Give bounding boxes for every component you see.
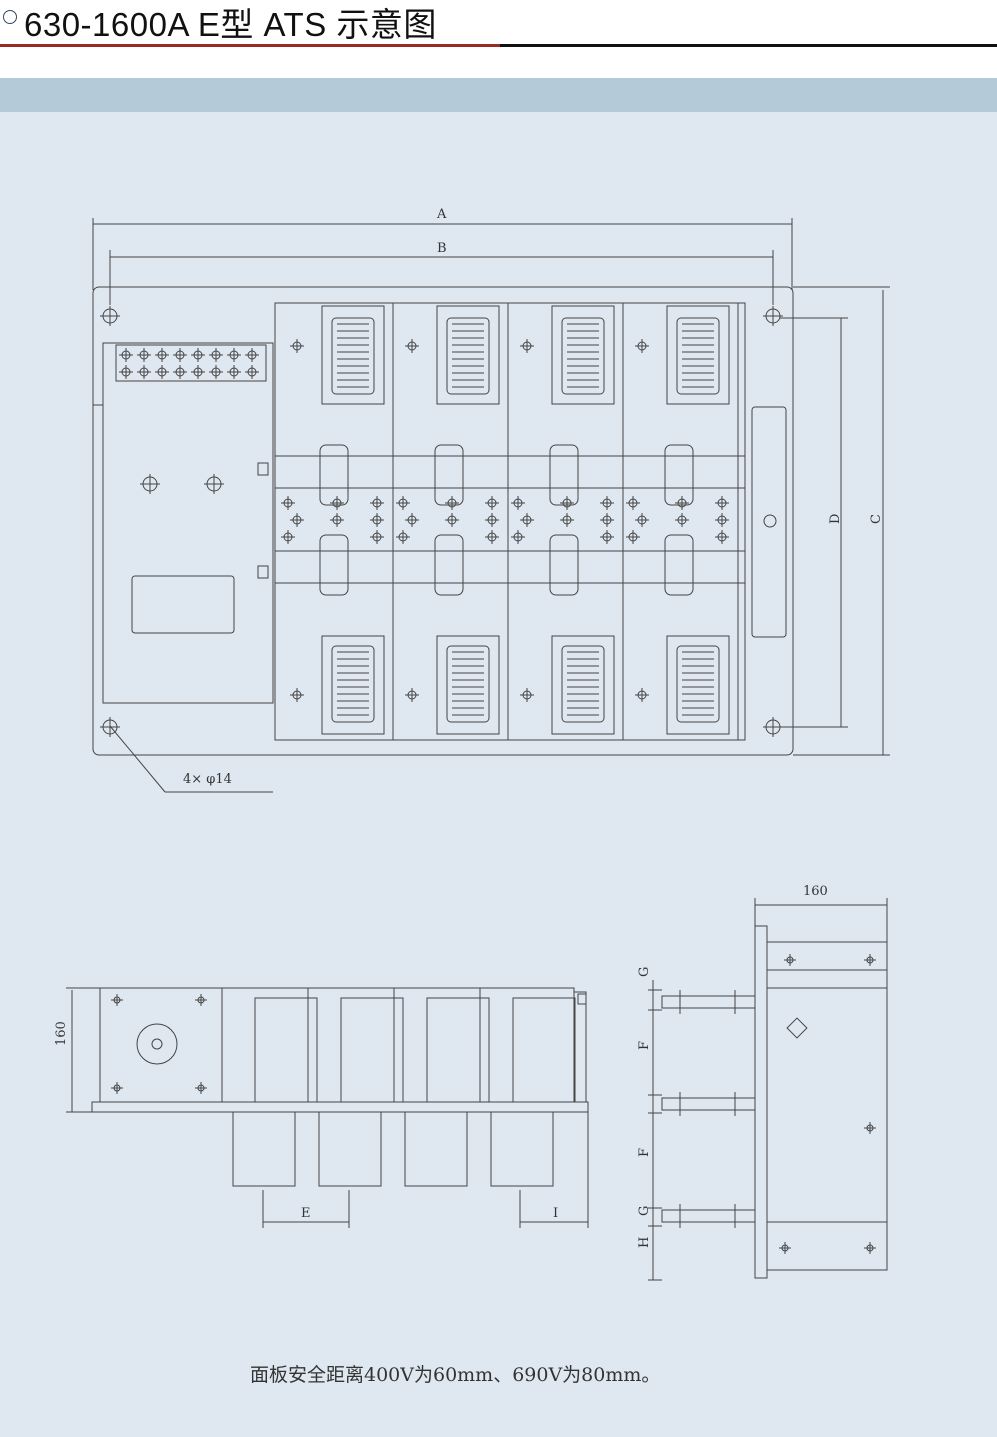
terminal-side xyxy=(490,1111,554,1187)
end-view: 160 G F F G H xyxy=(637,884,888,1281)
dim-f2-label: F xyxy=(637,1148,652,1157)
side-view: 160 E I xyxy=(54,987,589,1228)
base-plate xyxy=(92,286,794,756)
header-accent-line xyxy=(0,44,500,47)
coil xyxy=(666,635,730,735)
dim-g2-label: G xyxy=(637,1206,652,1216)
side-height-label: 160 xyxy=(54,1021,69,1046)
header-divider xyxy=(500,44,997,47)
busbar xyxy=(661,1209,756,1223)
diagram-panel xyxy=(0,78,997,1437)
dim-a-label: A xyxy=(436,207,447,222)
pole-side xyxy=(512,997,576,1103)
dim-i-label: I xyxy=(553,1206,558,1221)
dim-d-label: D xyxy=(828,514,843,524)
terminal-side xyxy=(404,1111,468,1187)
side-handle xyxy=(751,406,787,638)
coil xyxy=(321,635,385,735)
busbar xyxy=(661,1097,756,1111)
panel-band xyxy=(0,78,997,112)
busbar xyxy=(661,995,756,1009)
coil xyxy=(666,305,730,405)
dim-g1-label: G xyxy=(637,967,652,977)
front-view: A B C D 4× φ14 xyxy=(92,207,890,793)
hole-note: 4× φ14 xyxy=(183,772,232,787)
terminal-block xyxy=(115,344,267,382)
display-window xyxy=(131,575,235,634)
switch-body xyxy=(274,302,746,741)
end-width-label: 160 xyxy=(803,884,828,899)
coil xyxy=(436,305,500,405)
terminal-side xyxy=(232,1111,296,1187)
terminal-side xyxy=(318,1111,382,1187)
pole-side xyxy=(426,997,490,1103)
dim-h-label: H xyxy=(637,1237,652,1248)
bullet-circle-icon xyxy=(3,10,17,24)
pole-side xyxy=(254,997,318,1103)
dim-e-label: E xyxy=(301,1206,311,1221)
page-header: 630-1600A E型 ATS 示意图 xyxy=(0,0,997,48)
coil xyxy=(321,305,385,405)
coil xyxy=(551,635,615,735)
coil xyxy=(436,635,500,735)
dim-c-label: C xyxy=(869,514,884,524)
page-title: 630-1600A E型 ATS 示意图 xyxy=(24,6,437,43)
dim-b-label: B xyxy=(437,241,447,256)
coil xyxy=(551,305,615,405)
dim-f1-label: F xyxy=(637,1041,652,1050)
controller-box xyxy=(102,342,274,704)
safety-caption: 面板安全距离400V为60mm、690V为80mm。 xyxy=(250,1364,661,1386)
pole-side xyxy=(340,997,404,1103)
